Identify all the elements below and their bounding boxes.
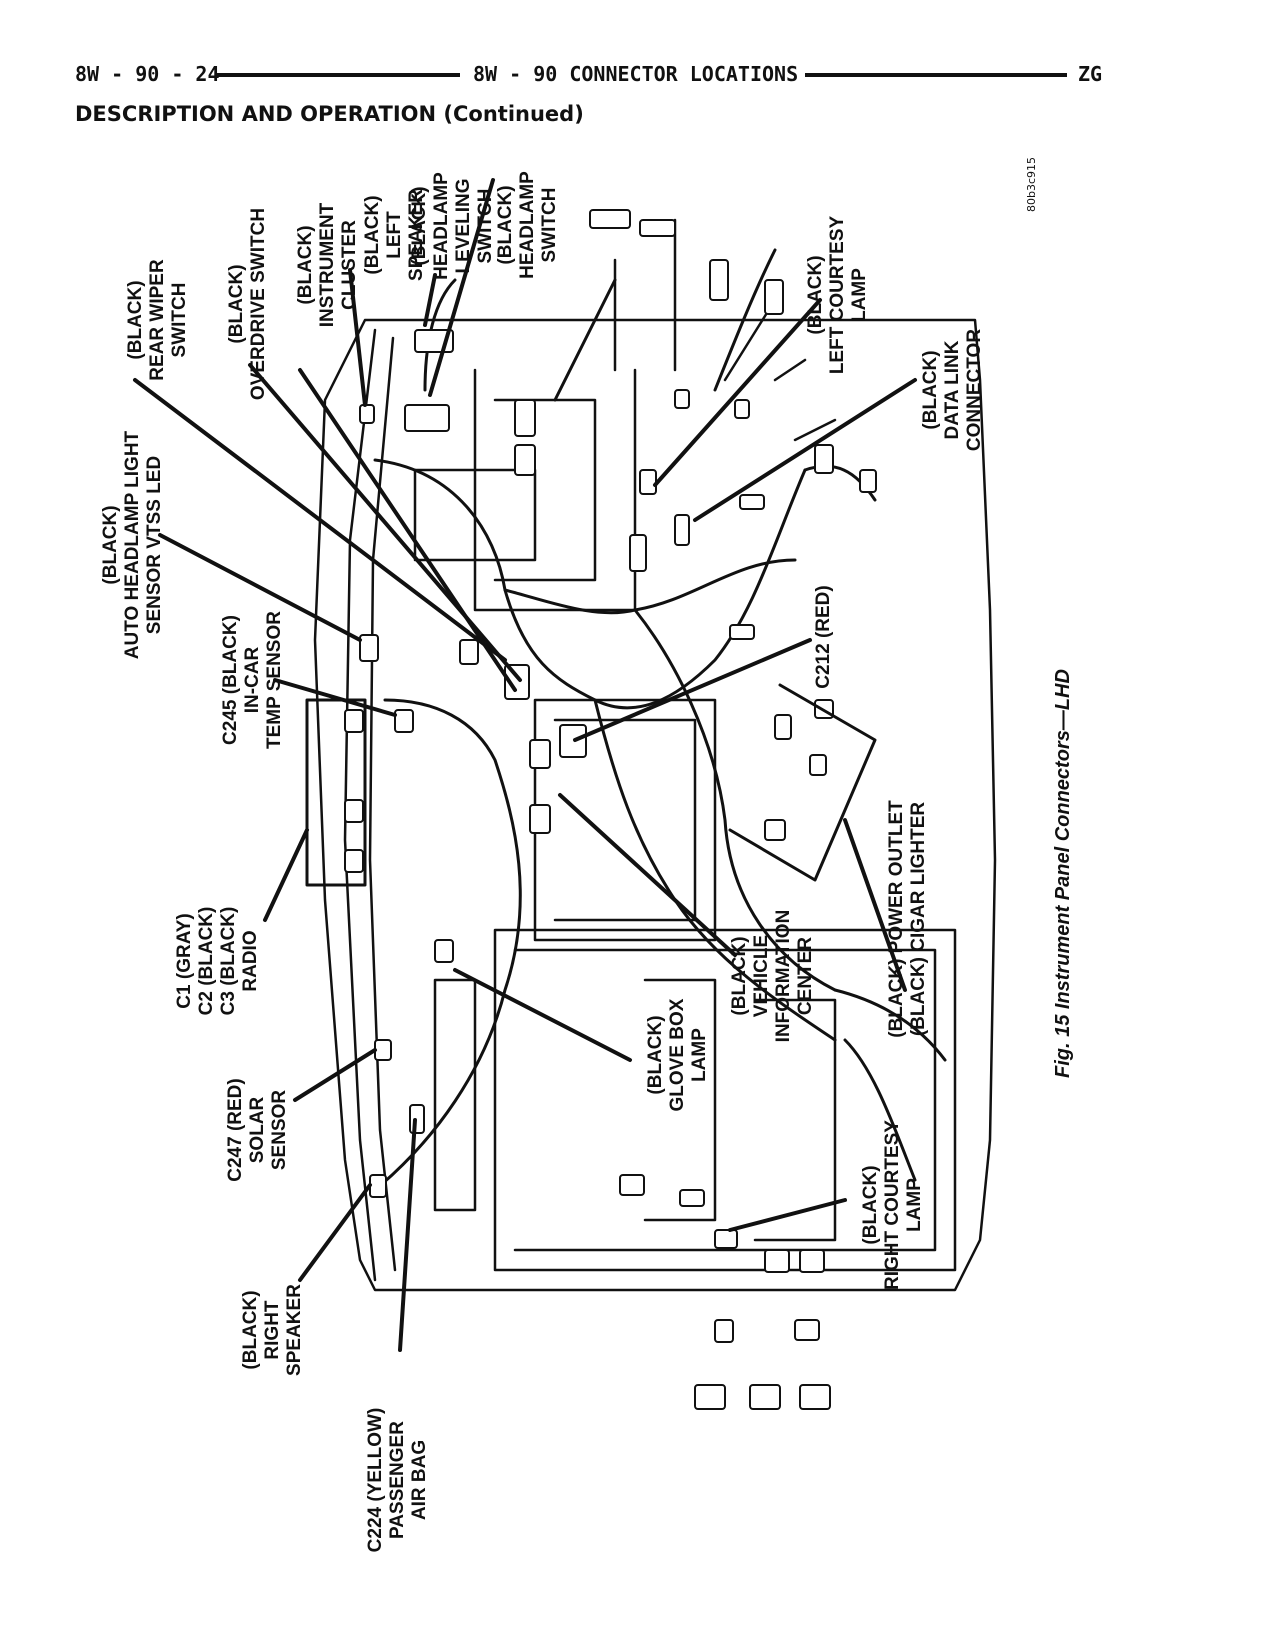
label-glove-box-lamp: (BLACK) GLOVE BOX LAMP: [645, 998, 710, 1112]
label-c245-in-car-temp-sensor: C245 (BLACK) IN-CAR TEMP SENSOR: [220, 611, 285, 749]
label-c212: C212 (RED): [813, 585, 834, 689]
label-right-courtesy-lamp: (BLACK) RIGHT COURTESY LAMP: [860, 1120, 925, 1290]
power-outlet-bracket: [728, 683, 877, 882]
wiring-harness: [373, 248, 947, 1192]
chapter-title: 8W - 90 CONNECTOR LOCATIONS: [473, 62, 799, 86]
label-left-courtesy-lamp: (BLACK) LEFT COURTESY LAMP: [805, 215, 870, 375]
label-right-speaker: (BLACK) RIGHT SPEAKER: [240, 1284, 305, 1376]
label-power-outlet-cigar-lighter: (BLACK) POWER OUTLET (BLACK) CIGAR LIGHT…: [886, 800, 929, 1038]
label-vehicle-information-center: (BLACK) VEHICLE INFORMATION CENTER: [729, 909, 816, 1043]
connector-blocks: [344, 209, 877, 1410]
label-headlamp-leveling-switch: (BLACK) HEADLAMP LEVELING SWITCH: [409, 172, 496, 280]
label-data-link-connector: (BLACK) DATA LINK CONNECTOR: [920, 328, 985, 452]
header-rule-right: [805, 73, 1067, 77]
figure-id: 80b3c915: [1025, 156, 1038, 212]
label-radio: C1 (GRAY) C2 (BLACK) C3 (BLACK) RADIO: [174, 906, 261, 1016]
label-overdrive-switch: (BLACK) OVERDRIVE SWITCH: [226, 207, 269, 401]
label-c224-passenger-air-bag: C224 (YELLOW) PASSENGER AIR BAG: [365, 1407, 430, 1553]
label-auto-headlamp-sensor: (BLACK) AUTO HEADLAMP LIGHT SENSOR VTSS …: [100, 430, 165, 660]
connector-figure: (BLACK) REAR WIPER SWITCH (BLACK) OVERDR…: [75, 140, 1165, 1640]
label-headlamp-switch: (BLACK) HEADLAMP SWITCH: [495, 171, 560, 279]
leader-lines: [133, 178, 917, 1352]
instrument-panel-drawing: [133, 178, 997, 1410]
label-instrument-cluster: (BLACK) INSTRUMENT CLUSTER: [295, 202, 360, 328]
label-c247-solar-sensor: C247 (RED) SOLAR SENSOR: [225, 1078, 290, 1182]
model-code: ZG: [1078, 62, 1103, 86]
header-rule-left: [215, 73, 460, 77]
page-number: 8W - 90 - 24: [75, 62, 220, 86]
figure-caption: Fig. 15 Instrument Panel Connectors—LHD: [1052, 669, 1074, 1078]
section-title: DESCRIPTION AND OPERATION (Continued): [75, 102, 584, 126]
page-header: 8W - 90 - 24 8W - 90 CONNECTOR LOCATIONS…: [75, 60, 1155, 92]
label-rear-wiper-switch: (BLACK) REAR WIPER SWITCH: [125, 259, 190, 381]
